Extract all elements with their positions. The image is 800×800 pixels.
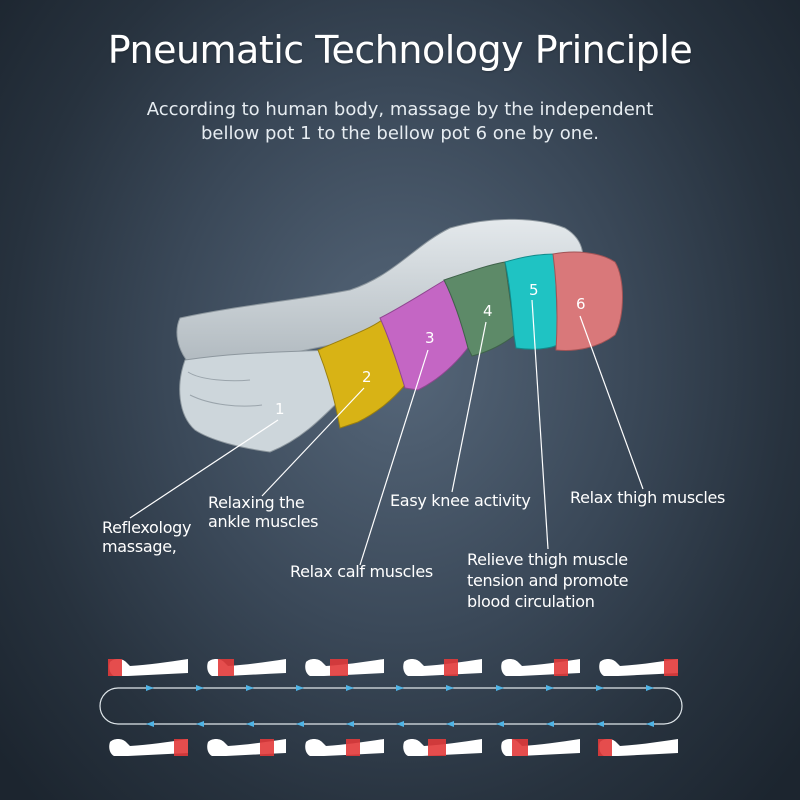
- pot-number-3: 3: [425, 329, 435, 347]
- page-subtitle: According to human body, massage by the …: [0, 98, 800, 146]
- leg-icon-bottom-6: [598, 739, 678, 756]
- pot-number-6: 6: [576, 295, 586, 313]
- flow-arrow-right: [396, 685, 404, 691]
- flow-arrow-left: [346, 721, 354, 727]
- leader-line-1: [129, 419, 279, 519]
- leg-icon-bottom-5: [501, 739, 580, 756]
- flow-arrow-left: [446, 721, 454, 727]
- callout-pot-3: Relax calf muscles: [290, 562, 433, 581]
- leader-line-2: [261, 387, 365, 497]
- callout-pot-2: Relaxing the ankle muscles: [208, 493, 318, 531]
- callout-pot-1-line-2: massage,: [102, 537, 177, 556]
- flow-arrow-right: [196, 685, 204, 691]
- flow-arrow-right: [646, 685, 654, 691]
- flow-arrows: [146, 685, 654, 727]
- flow-arrow-left: [396, 721, 404, 727]
- pot-number-5: 5: [529, 281, 539, 299]
- leader-line-5: [531, 299, 549, 550]
- leader-line-3: [359, 349, 429, 566]
- sequence-flow-diagram: [99, 659, 683, 756]
- leg-icon-top-2: [207, 659, 286, 676]
- callout-pot-4: Easy knee activity: [390, 491, 531, 510]
- callout-pot-5-line-1: Relieve thigh muscle: [467, 550, 628, 569]
- leg-icon-top-4: [403, 659, 482, 676]
- pot-3-calf: [379, 279, 471, 391]
- callout-pot-4-line-1: Easy knee activity: [390, 491, 531, 510]
- callout-pot-3-line-1: Relax calf muscles: [290, 562, 433, 581]
- pot-1-foot: [179, 349, 341, 453]
- pot-2-ankle: [317, 319, 406, 429]
- flow-arrow-right: [296, 685, 304, 691]
- flow-arrow-left: [196, 721, 204, 727]
- flow-arrow-left: [546, 721, 554, 727]
- pot-number-1: 1: [275, 400, 285, 418]
- leader-line-6: [579, 315, 644, 490]
- leader-line-4: [451, 321, 487, 493]
- flow-arrow-right: [246, 685, 254, 691]
- pot-number-2: 2: [362, 368, 372, 386]
- leg-icon-top-1: [108, 659, 188, 676]
- leg-icon-top-6: [599, 659, 678, 676]
- leg-icon-bottom-4: [403, 739, 482, 756]
- callout-pot-5: Relieve thigh muscle tension and promote…: [467, 549, 629, 612]
- flow-arrow-right: [146, 685, 154, 691]
- flow-arrow-left: [296, 721, 304, 727]
- leg-icons-top-row: [108, 659, 678, 676]
- leg-icons-bottom-row: [109, 739, 678, 756]
- callout-pot-1: Reflexology massage,: [102, 518, 192, 556]
- callout-pot-5-line-2: tension and promote: [467, 571, 629, 590]
- flow-arrow-left: [646, 721, 654, 727]
- leg-icon-bottom-1: [109, 739, 188, 756]
- leg-icon-bottom-2: [207, 739, 286, 756]
- page-title: Pneumatic Technology Principle: [107, 28, 693, 72]
- flow-arrow-right: [346, 685, 354, 691]
- subtitle-line-1: According to human body, massage by the …: [146, 99, 654, 120]
- subtitle-line-2: bellow pot 1 to the bellow pot 6 one by …: [201, 123, 599, 144]
- flow-loop: [99, 687, 683, 725]
- flow-arrow-left: [596, 721, 604, 727]
- leg-icon-bottom-3: [305, 739, 384, 756]
- pot-number-4: 4: [483, 302, 493, 320]
- callout-pot-6: Relax thigh muscles: [570, 488, 725, 507]
- leg-icon-top-5: [501, 659, 580, 676]
- callout-pot-2-line-1: Relaxing the: [208, 493, 305, 512]
- callout-pot-6-line-1: Relax thigh muscles: [570, 488, 726, 507]
- flow-arrow-right: [546, 685, 554, 691]
- pot-4-knee: [443, 261, 516, 357]
- pot-6-thigh-upper: [552, 251, 623, 351]
- callout-pot-2-line-2: ankle muscles: [208, 512, 319, 531]
- flow-arrow-left: [496, 721, 504, 727]
- flow-arrow-right: [596, 685, 604, 691]
- callout-pot-5-line-3: blood circulation: [467, 592, 595, 611]
- leg-icon-top-3: [305, 659, 384, 676]
- flow-arrow-right: [496, 685, 504, 691]
- callout-pot-1-line-1: Reflexology: [102, 518, 192, 537]
- flow-arrow-left: [146, 721, 154, 727]
- flow-arrow-right: [446, 685, 454, 691]
- flow-arrow-left: [246, 721, 254, 727]
